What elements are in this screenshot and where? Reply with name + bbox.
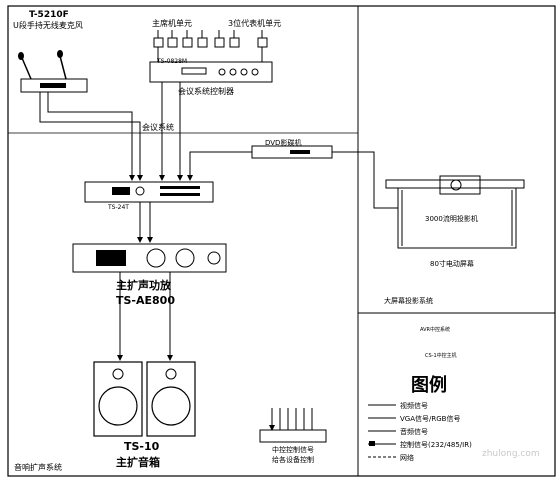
watermark-text: zhulong.com: [482, 449, 540, 459]
legend-heading-1: AVR中控系统: [420, 326, 450, 333]
projector-label: 3000流明投影机: [425, 214, 478, 223]
delegate-unit-label: 3位代表机单元: [228, 18, 281, 28]
dvd-label: DVD影碟机: [265, 138, 301, 147]
wireless-mic-receiver: [18, 50, 88, 93]
processor-model: TS-24T: [107, 204, 129, 211]
control-host: [259, 408, 327, 443]
speakers: [93, 361, 196, 437]
legend-items: 视频信号 VGA信号/RGB信号 音频信号 控制信号(232/485/IR) 网…: [368, 401, 472, 462]
dvd-player: [251, 145, 333, 159]
legend-heading-2: CS-1中控主机: [425, 352, 457, 359]
projector-icon: [439, 175, 481, 195]
legend-item-label: 音频信号: [400, 427, 428, 436]
control-label-1: 中控控制信号: [272, 445, 314, 454]
amp-name: 主扩声功放: [116, 278, 172, 292]
controller-model: TS-0828M: [156, 58, 187, 65]
speaker-cone-icon: [98, 386, 138, 426]
conference-controller: [149, 61, 273, 83]
signal-lines: [39, 82, 398, 361]
conference-units: [153, 30, 268, 62]
audio-processor: [84, 181, 214, 203]
microphone-icon: [59, 55, 67, 80]
wireless-mic-desc: U段手持无线麦克风: [13, 20, 83, 30]
projection-screen: [385, 175, 525, 249]
legend-item-label: 控制信号(232/485/IR): [400, 440, 472, 449]
microphone-icon: [21, 57, 32, 80]
legend-item-label: VGA信号/RGB信号: [400, 414, 460, 423]
controller-desc: 会议系统控制器: [178, 86, 234, 96]
control-label-2: 给各设备控制: [272, 455, 314, 464]
projection-system-label: 大屏幕投影系统: [384, 296, 433, 305]
conference-system-label: 会议系统: [142, 122, 174, 132]
legend-item-label: 网络: [400, 453, 414, 462]
audio-section-label: 音响扩声系统: [14, 462, 62, 472]
amp-model: TS-AE800: [116, 294, 175, 307]
power-amplifier: [72, 243, 227, 273]
legend-title: 图例: [411, 374, 447, 396]
speaker-model: TS-10: [124, 440, 160, 453]
speaker-cone-icon: [151, 386, 191, 426]
screen-label: 80寸电动屏幕: [430, 259, 474, 268]
speaker-name: 主扩音箱: [116, 455, 160, 469]
chairman-unit-label: 主席机单元: [152, 18, 192, 28]
legend-item-label: 视频信号: [400, 401, 428, 410]
outer-frame: [7, 5, 556, 477]
wireless-mic-model: T-5210F: [29, 10, 69, 20]
